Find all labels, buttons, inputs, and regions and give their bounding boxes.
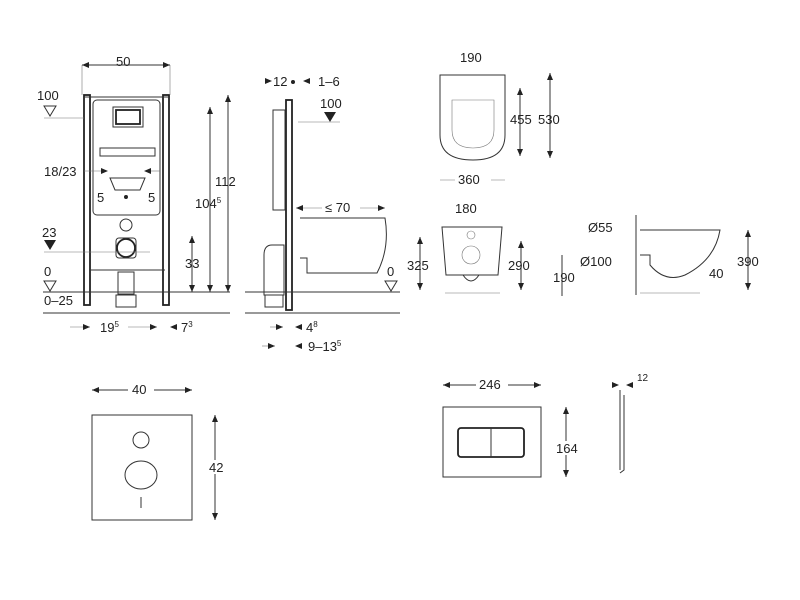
dim-rear-height-left: 325 (407, 258, 429, 273)
dim-top-width-full: 360 (458, 172, 480, 187)
dim-rear-height-right: 290 (508, 258, 530, 273)
dim-top-width: 190 (460, 50, 482, 65)
dim-inlet-dia: Ø55 (588, 220, 613, 235)
dim-top-length-inner: 455 (510, 112, 532, 127)
dim-level-drain: 23 (42, 225, 56, 240)
dim-plate-height: 164 (556, 441, 578, 456)
flush-plate-view: 246 164 12 (442, 373, 649, 478)
dim-outlet-height: 190 (553, 270, 575, 285)
dim-frame-width: 50 (116, 54, 130, 69)
dim-side-height: 390 (737, 254, 759, 269)
bowl-rear-view: 180 325 290 (407, 201, 530, 294)
frame-side-view: 12 1–6 100 ≤ 70 0 48 9–135 (245, 74, 400, 354)
dim-side-adjust: 1–6 (318, 74, 340, 89)
dim-side-depth: 12 (273, 74, 287, 89)
dim-foot-right: 73 (181, 320, 193, 335)
dim-rim-offset: 40 (709, 266, 723, 281)
bowl-top-view: 190 455 530 360 (439, 50, 560, 187)
dim-side-level-top: 100 (320, 96, 342, 111)
dim-hole-spacing: 180 (455, 201, 477, 216)
dim-plate-depth: 12 (637, 373, 649, 384)
dim-offset-left: 5 (97, 190, 104, 205)
dim-wall-range: 9–135 (308, 339, 342, 354)
dim-drain-height: 33 (185, 256, 199, 271)
dim-frame-height-inner: 1045 (195, 196, 222, 211)
dim-foot-left: 195 (100, 320, 119, 335)
dim-pad-width: 40 (132, 382, 146, 397)
dim-offset-right: 5 (148, 190, 155, 205)
dim-floor-range: 0–25 (44, 293, 73, 308)
dim-outlet-dia: Ø100 (580, 254, 612, 269)
dim-bowl-projection: ≤ 70 (325, 200, 350, 215)
dim-frame-height: 112 (215, 174, 236, 189)
dim-pad-height: 42 (209, 460, 223, 475)
dim-wall-gap: 48 (306, 320, 318, 335)
dim-side-level-floor: 0 (387, 264, 394, 279)
dim-plate-width: 246 (479, 377, 501, 392)
dim-top-length: 530 (538, 112, 560, 127)
dim-level-top: 100 (37, 88, 59, 103)
sound-pad-view: 40 42 (91, 382, 226, 521)
dim-level-floor: 0 (44, 264, 51, 279)
dim-flush-span: 18/23 (44, 164, 77, 179)
bowl-side-view: Ø55 Ø100 190 40 390 (553, 215, 759, 296)
frame-front-view: 50 100 18/23 5 5 23 0 0–25 195 73 33 104… (37, 54, 236, 335)
